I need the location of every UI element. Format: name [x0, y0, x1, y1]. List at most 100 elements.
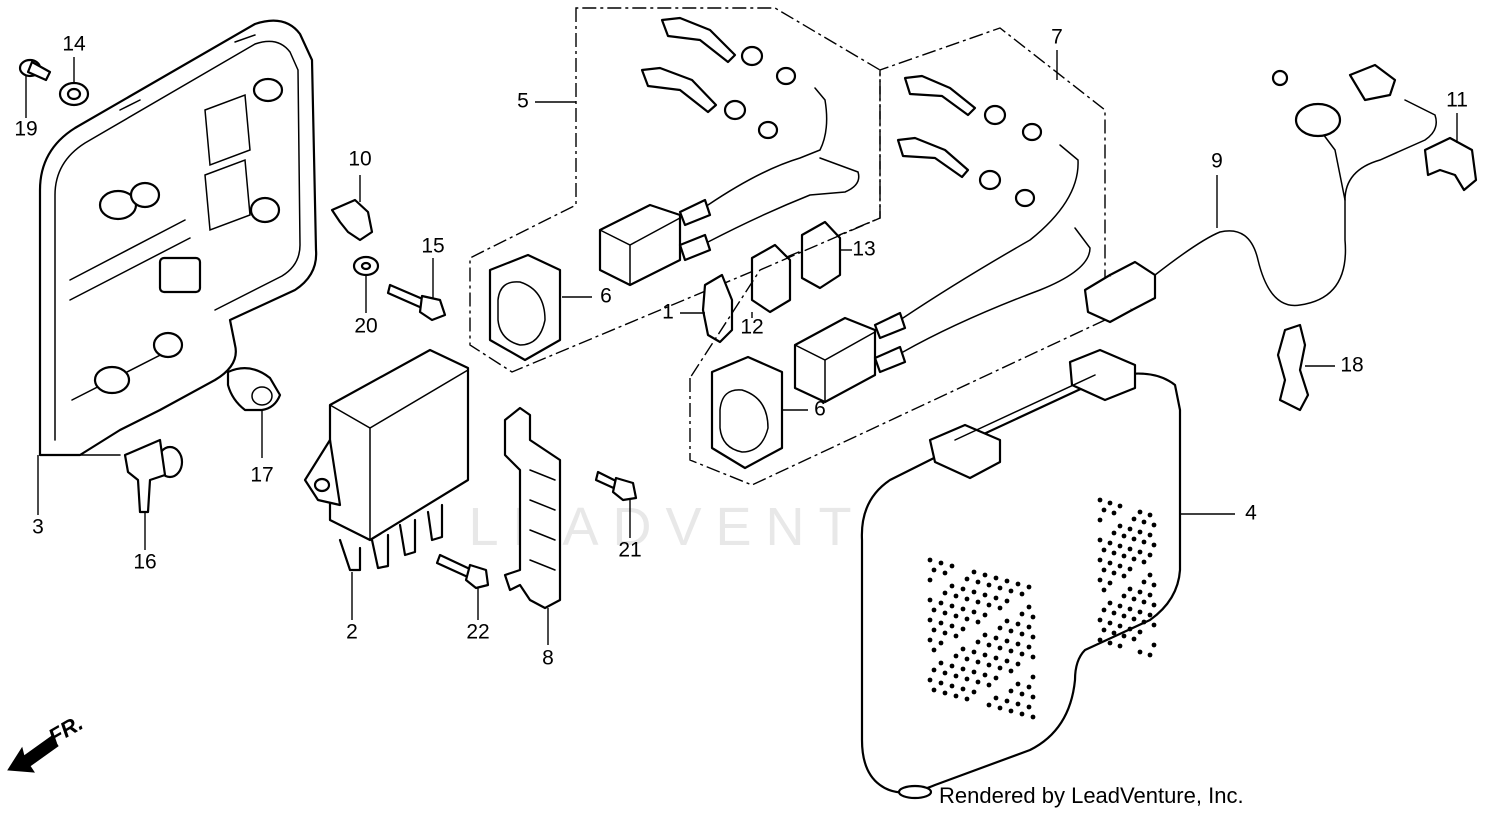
vent-dot: [1147, 652, 1153, 658]
vent-dot: [960, 606, 966, 612]
vent-dot: [975, 619, 981, 625]
part-6-coil-holder-upper: [488, 253, 562, 362]
vent-dot: [1117, 603, 1123, 609]
callout-10: 10: [348, 148, 371, 171]
callout-8: 8: [542, 647, 554, 670]
vent-dot: [986, 642, 992, 648]
vent-dot: [1121, 573, 1127, 579]
vent-dot: [927, 617, 933, 623]
part-21-bolt: [594, 470, 638, 502]
vent-dot: [1107, 620, 1113, 626]
vent-dot: [960, 686, 966, 692]
vent-dot: [986, 662, 992, 668]
callout-11: 11: [1446, 89, 1468, 112]
vent-dot: [993, 595, 999, 601]
callout-15: 15: [421, 235, 444, 258]
vent-dot: [1019, 691, 1025, 697]
vent-dot: [1008, 648, 1014, 654]
vent-dot: [1111, 530, 1117, 536]
vent-dot: [1131, 596, 1137, 602]
callout-20: 20: [354, 315, 377, 338]
vent-dot: [942, 670, 948, 676]
vent-dot: [982, 672, 988, 678]
part-16-band-clamp: [123, 438, 184, 514]
vent-dot: [1137, 609, 1143, 615]
callout-22: 22: [466, 621, 489, 644]
vent-dot: [997, 585, 1003, 591]
vent-dot: [949, 603, 955, 609]
vent-dot: [1117, 623, 1123, 629]
vent-dot: [997, 665, 1003, 671]
vent-dot: [964, 696, 970, 702]
vent-dot: [1117, 523, 1123, 529]
vent-dot: [960, 666, 966, 672]
vent-dot: [993, 635, 999, 641]
vent-dot: [1151, 522, 1157, 528]
vent-dot: [975, 599, 981, 605]
vent-dot: [1137, 649, 1143, 655]
vent-dot: [1141, 559, 1147, 565]
vent-dot: [1008, 708, 1014, 714]
callout-18: 18: [1340, 354, 1363, 377]
vent-dot: [942, 570, 948, 576]
vent-dot: [927, 557, 933, 563]
vent-dot: [1147, 592, 1153, 598]
vent-dot: [931, 647, 937, 653]
vent-dot: [953, 593, 959, 599]
vent-dot: [1097, 517, 1103, 523]
callout-2: 2: [346, 621, 358, 644]
vent-dot: [1030, 674, 1036, 680]
callout-4: 4: [1245, 502, 1257, 525]
vent-dot: [1015, 681, 1021, 687]
vent-dot: [927, 597, 933, 603]
vent-dot: [1026, 604, 1032, 610]
vent-dot: [986, 702, 992, 708]
vent-dot: [931, 627, 937, 633]
vent-dot: [960, 586, 966, 592]
callout-9: 9: [1211, 150, 1223, 173]
vent-dot: [1107, 560, 1113, 566]
vent-dot: [1026, 624, 1032, 630]
vent-dot: [1107, 640, 1113, 646]
vent-dot: [1117, 503, 1123, 509]
vent-dot: [997, 625, 1003, 631]
vent-dot: [1019, 591, 1025, 597]
vent-dot: [1151, 622, 1157, 628]
callout-19: 19: [14, 118, 37, 141]
vent-dot: [1004, 638, 1010, 644]
vent-dot: [1107, 600, 1113, 606]
vent-dot: [1019, 651, 1025, 657]
vent-dot: [982, 652, 988, 658]
vent-dot: [1121, 553, 1127, 559]
callout-labels: 2 3 4 5 6 6 1 7 8 9 10 11 12 13 14 15 16…: [14, 26, 1468, 670]
vent-dot: [982, 612, 988, 618]
vent-dot: [1015, 621, 1021, 627]
vent-dot: [1101, 567, 1107, 573]
vent-dot: [1131, 536, 1137, 542]
vent-dot: [1111, 610, 1117, 616]
vent-dot: [938, 600, 944, 606]
vent-dot: [949, 563, 955, 569]
vent-dot: [1019, 711, 1025, 717]
vent-dot: [1137, 529, 1143, 535]
vent-dot: [938, 680, 944, 686]
vent-dot: [1015, 701, 1021, 707]
vent-dot: [986, 602, 992, 608]
vent-dot: [1147, 552, 1153, 558]
vent-dot: [1097, 577, 1103, 583]
vent-dot: [1127, 546, 1133, 552]
vent-dot: [1151, 582, 1157, 588]
vent-dot: [949, 623, 955, 629]
callout-13: 13: [852, 238, 875, 261]
vent-dot: [1137, 629, 1143, 635]
vent-dot: [971, 689, 977, 695]
vent-dot: [1015, 581, 1021, 587]
vent-dot: [997, 705, 1003, 711]
callout-5: 5: [517, 90, 529, 113]
vent-dot: [938, 560, 944, 566]
vent-dot: [1019, 631, 1025, 637]
vent-dot: [993, 675, 999, 681]
vent-dot: [1111, 630, 1117, 636]
vent-dot: [971, 569, 977, 575]
